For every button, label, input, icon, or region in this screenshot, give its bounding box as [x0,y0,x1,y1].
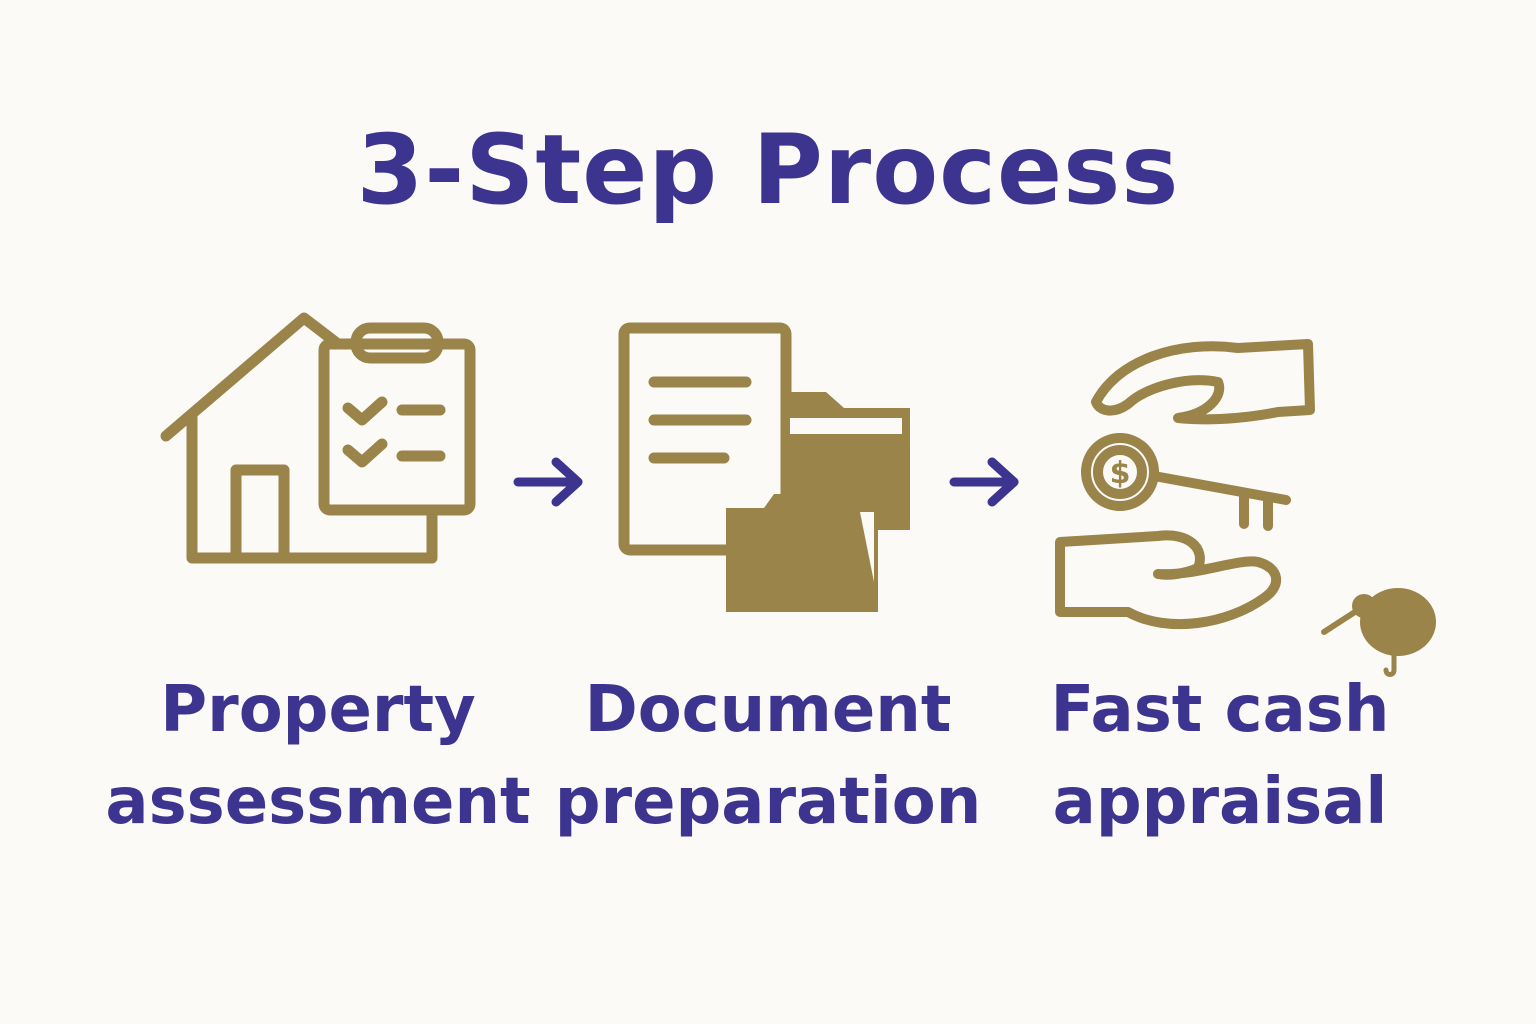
arrow-right-icon [513,457,583,507]
step-label-line2: assessment [105,765,531,839]
documents-folder-icon [618,322,910,612]
house-checklist-icon [160,312,476,564]
arrow-right-icon [949,457,1019,507]
step-label-line1: Document [584,673,952,747]
step-label-fast-cash-appraisal: Fast cash appraisal [1000,664,1440,848]
step-label-line1: Property [160,673,476,747]
step-label-line2: preparation [554,765,982,839]
svg-text:$: $ [1110,456,1131,491]
step-label-property-assessment: Property assessment [98,664,538,848]
hands-coin-key-icon: $ [1055,339,1436,677]
step-label-document-preparation: Document preparation [548,664,988,848]
page-title: 3-Step Process [356,114,1180,226]
step-label-line1: Fast cash [1050,673,1390,747]
step-label-line2: appraisal [1052,765,1388,839]
